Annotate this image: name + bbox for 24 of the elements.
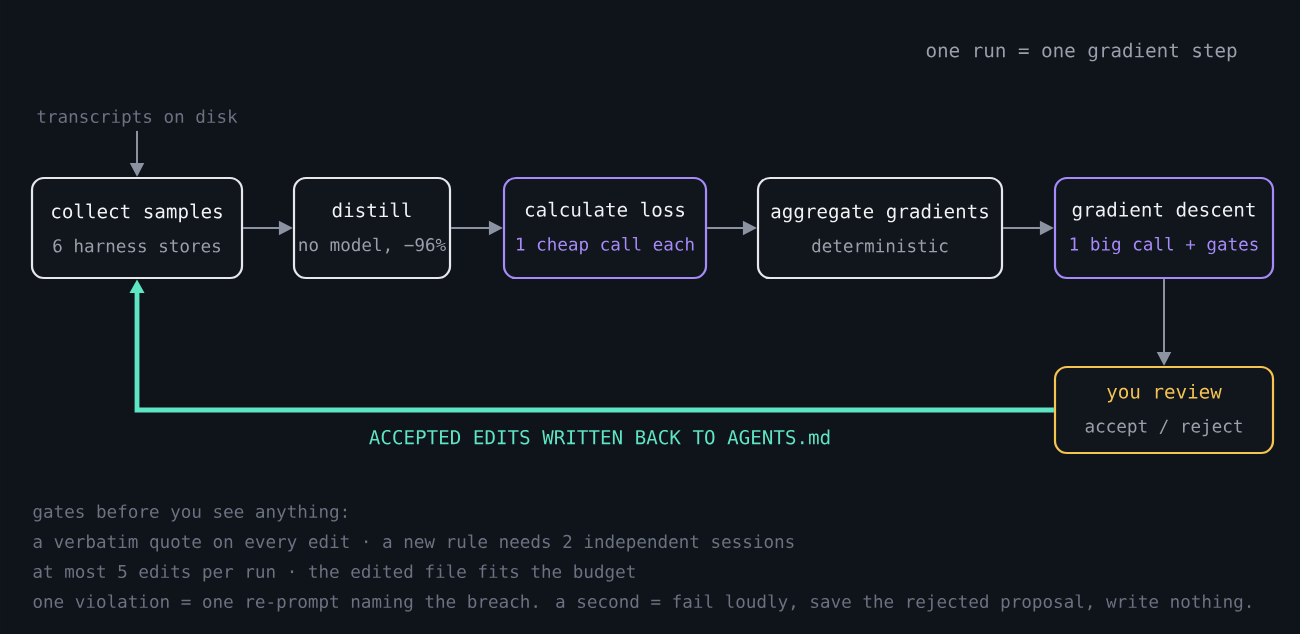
box-title: collect samples [52,203,222,223]
box-subtitle: no model, −96% [299,237,446,254]
note-text: gates before you see anything: [33,504,347,522]
box-title: gradient descent [1072,201,1255,221]
process-box [1053,365,1275,455]
note-text: at most 5 edits per run · the edited file fits the budget [33,564,635,582]
process-box [756,176,1004,280]
box-subtitle: deterministic [812,238,948,253]
box-subtitle: 6 harness stores [53,238,220,253]
box-title: you review [1107,383,1222,403]
box-subtitle: accept / reject [1085,419,1242,437]
process-box [502,176,708,280]
box-subtitle: 1 big call + gates [1070,236,1258,255]
box-title: calculate loss [525,201,684,217]
process-box [30,176,244,280]
note-text: one violation = one re-prompt naming the breach. a second = fail loudly, save the rejected proposal, write nothing. [33,594,1251,612]
box-subtitle: 1 cheap call each [517,237,694,255]
source-label: transcripts on disk [37,109,238,127]
heading-text: one run = one gradient step [926,42,1237,62]
box-title: distill [332,202,411,218]
box-title: aggregate gradients [771,203,988,223]
note-text: a verbatim quote on every edit · a new rule needs 2 independent sessions [33,534,794,552]
process-box [292,176,452,280]
process-box [1053,176,1275,280]
